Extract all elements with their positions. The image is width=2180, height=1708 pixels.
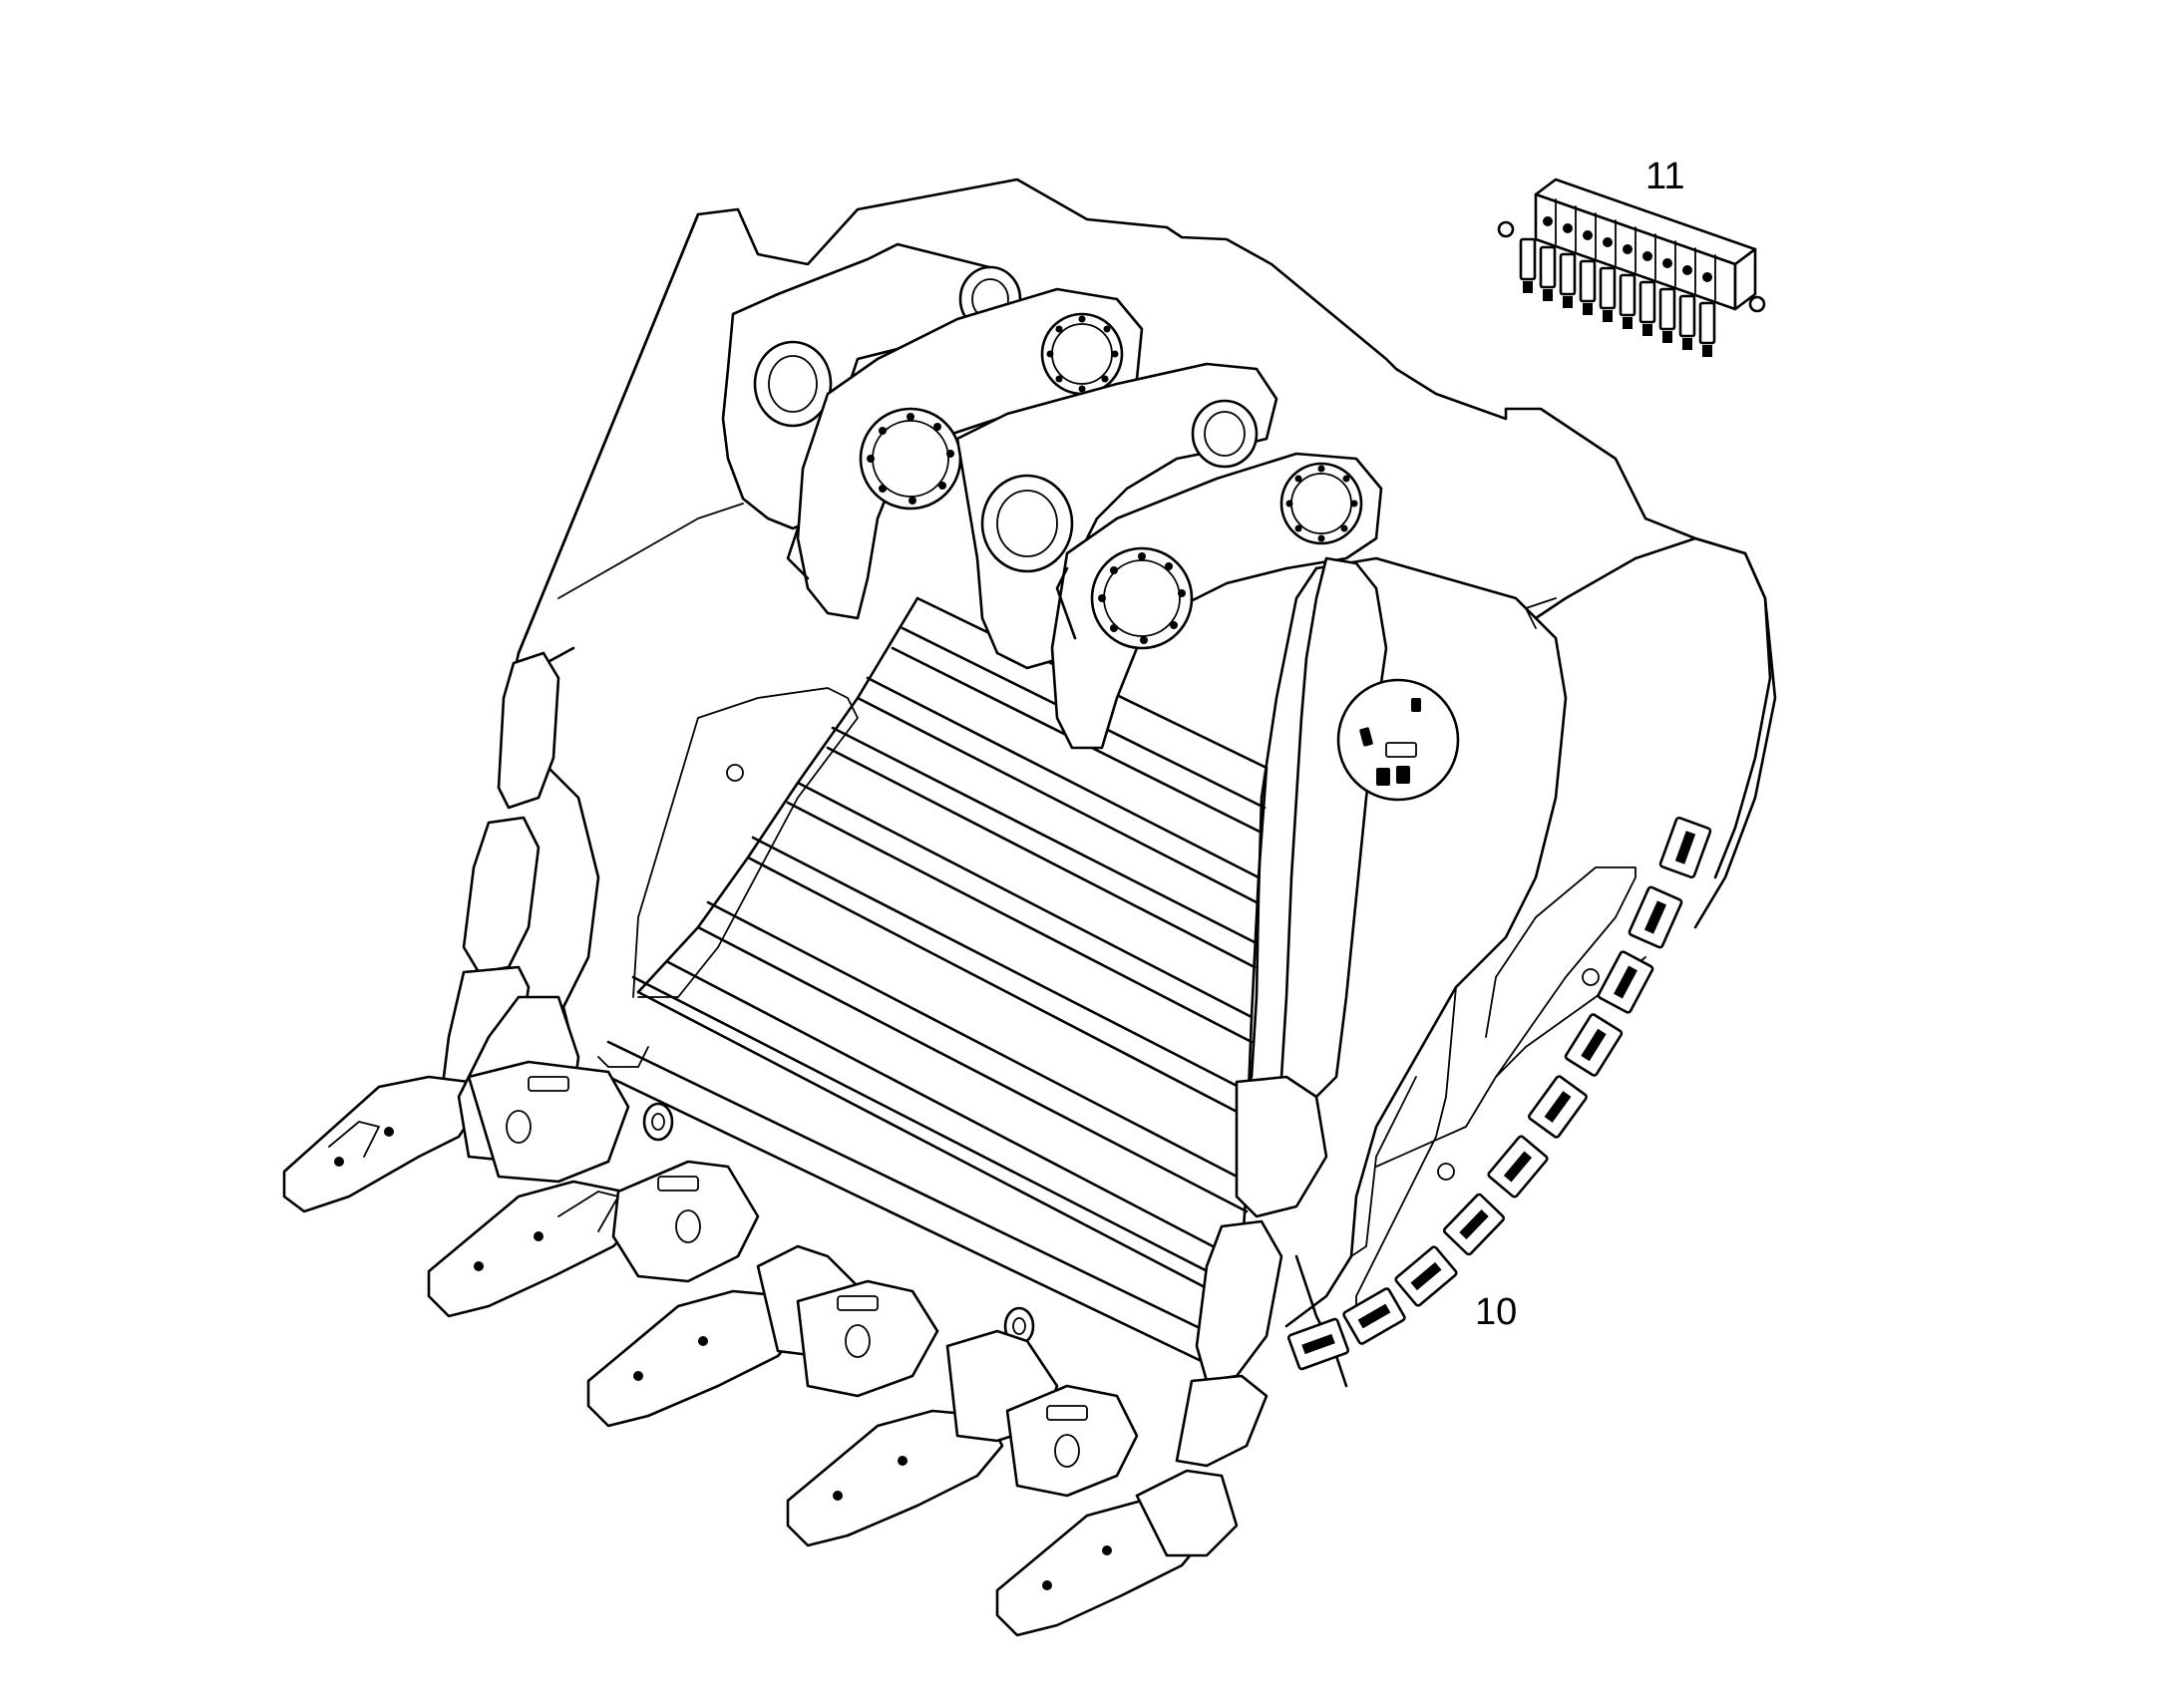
hinge-brackets [721, 242, 1388, 1099]
tooth-4 [786, 1329, 1139, 1547]
tooth-5 [995, 1469, 1239, 1637]
tooth-2 [427, 1160, 760, 1318]
left-side-guards [437, 651, 560, 1119]
wear-segment-strip [1497, 177, 1766, 357]
bucket-teeth [282, 995, 1239, 1637]
side-decal [1336, 678, 1460, 802]
callout-label-10: 10 [1475, 1291, 1518, 1333]
side-wear-blocks [1286, 816, 1712, 1371]
tooth-3 [586, 1244, 939, 1428]
tooth-1 [282, 995, 630, 1213]
callout-label-11: 11 [1645, 156, 1685, 197]
right-side-guards [1175, 1075, 1328, 1468]
